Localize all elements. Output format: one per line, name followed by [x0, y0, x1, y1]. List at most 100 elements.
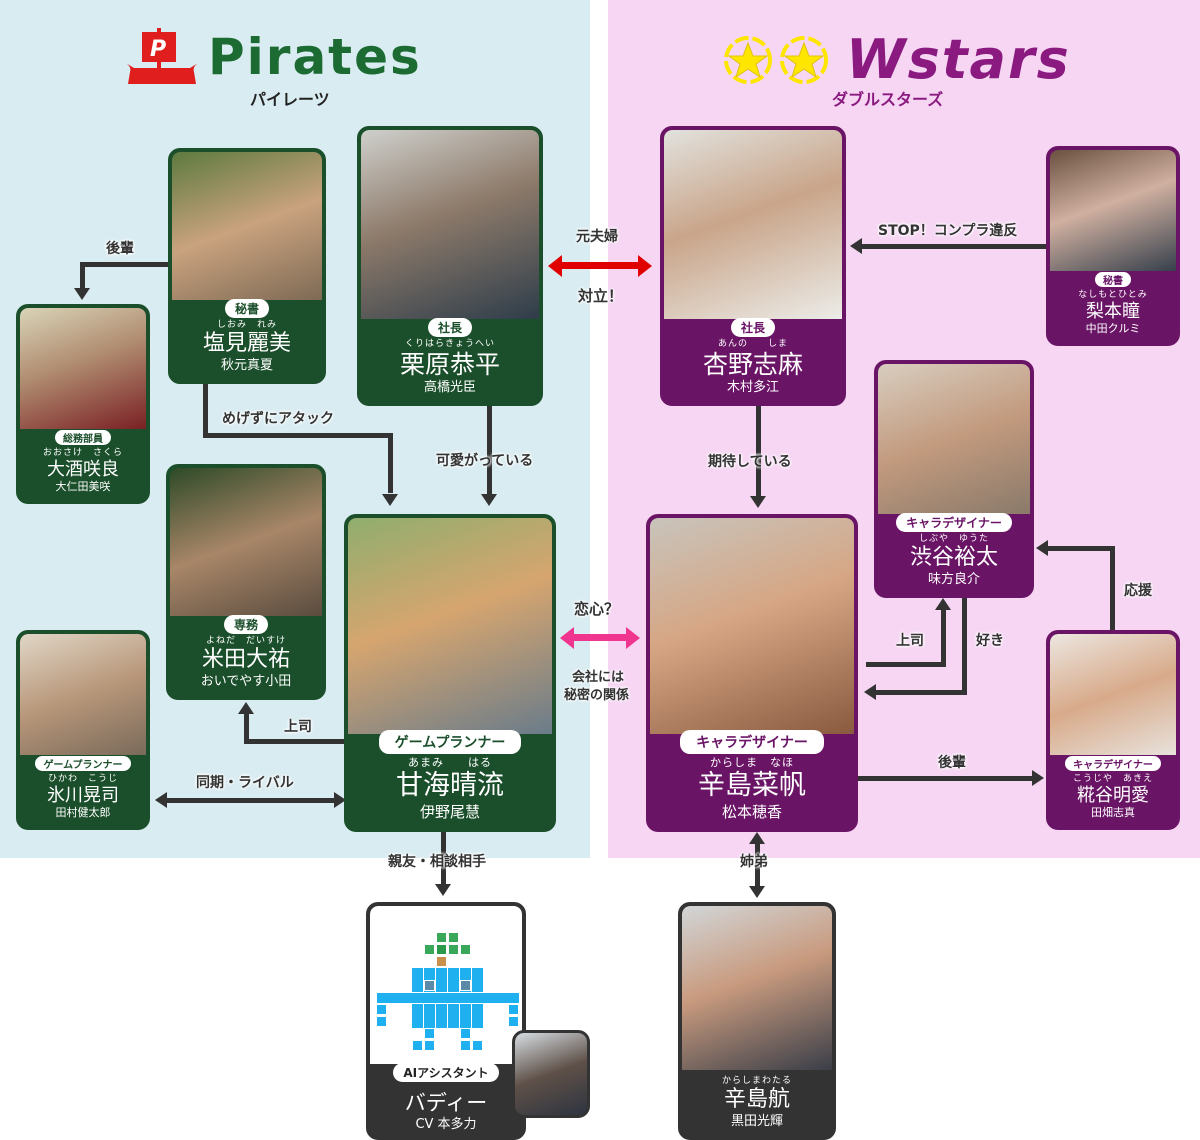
character-card-buddy[interactable]: AIアシスタント バディー CV 本多力 [366, 902, 526, 1140]
actor-name: おいでやす小田 [200, 674, 292, 689]
name-ruby: あまみ はる [408, 756, 492, 769]
character-photo [878, 364, 1030, 514]
character-photo [170, 468, 322, 616]
character-photo [682, 906, 832, 1070]
character-name: 栗原恭平 [399, 350, 500, 379]
role-badge: キャラデザイナー [680, 730, 824, 754]
arrow-down-icon [382, 494, 398, 506]
relation-label: 好き [976, 633, 1004, 649]
actor-name: 高橋光臣 [423, 380, 476, 395]
character-name: 甘海晴流 [396, 770, 504, 801]
relation-label: 秘密の関係 [564, 688, 630, 703]
name-ruby: よねだ だいすけ [205, 636, 286, 646]
connector [1048, 546, 1115, 551]
character-photo [1050, 634, 1176, 755]
name-ruby: なしもとひとみ [1078, 290, 1148, 300]
name-ruby: くりはらきょうへい [404, 339, 495, 349]
name-ruby: からしまわたる [721, 1076, 792, 1086]
name-ruby: しぶや ゆうた [918, 534, 989, 544]
pirates-logo: P Pirates パイレーツ [122, 28, 422, 109]
character-name: 塩見麗美 [202, 331, 291, 356]
actor-name: 大仁田美咲 [55, 480, 111, 493]
character-photo [361, 130, 539, 319]
connector [80, 262, 85, 288]
role-badge: キャラデザイナー [896, 513, 1012, 532]
character-name: 梨本瞳 [1086, 301, 1140, 322]
character-name: 大酒咲良 [47, 459, 119, 480]
relation-label: 元夫婦 [576, 229, 618, 245]
relation-label: 可愛がっている [436, 453, 534, 469]
role-badge: ゲームプランナー [35, 756, 131, 771]
connector [487, 404, 492, 494]
character-name: バディー [404, 1091, 488, 1115]
character-card-nashimoto[interactable]: 秘書 なしもとひとみ 梨本瞳 中田クルミ [1046, 146, 1180, 346]
arrow-right-icon [334, 792, 346, 808]
character-card-hikawa[interactable]: ゲームプランナー ひかわ こうじ 氷川晃司 田村健太郎 [16, 630, 150, 830]
character-name: 杏野志麻 [702, 350, 803, 379]
arrow-down-icon [749, 886, 765, 898]
role-badge: 社長 [427, 318, 472, 337]
connector [866, 662, 946, 667]
role-badge: ゲームプランナー [378, 730, 522, 754]
character-card-shibuya[interactable]: キャラデザイナー しぶや ゆうた 渋谷裕太 味方良介 [874, 360, 1034, 598]
relation-label: 期待している [708, 454, 792, 470]
arrow-right-icon [638, 255, 652, 277]
actor-name: 中田クルミ [1085, 322, 1141, 335]
character-card-karashima[interactable]: キャラデザイナー からしま なほ 辛島菜帆 松本穂香 [646, 514, 858, 832]
character-name: 米田大祐 [201, 647, 290, 672]
character-photo [664, 130, 842, 319]
actor-name: 秋元真夏 [220, 358, 273, 373]
connector [441, 830, 446, 884]
character-photo [20, 308, 146, 429]
robot-arms [376, 992, 520, 1004]
relation-label: 姉弟 [740, 854, 768, 870]
arrow-left-icon [1036, 540, 1048, 556]
character-card-shiomi[interactable]: 秘書 しおみ れみ 塩見麗美 秋元真夏 [168, 148, 326, 384]
relation-label: めげずにアタック [222, 411, 334, 427]
arrow-left-icon [560, 627, 574, 649]
actor-name: 田村健太郎 [55, 806, 111, 819]
connector [388, 433, 393, 493]
character-card-kurihara[interactable]: 社長 くりはらきょうへい 栗原恭平 高橋光臣 [357, 126, 543, 406]
connector [755, 842, 760, 888]
arrow-down-icon [74, 288, 90, 300]
actor-name: 松本穂香 [721, 803, 782, 821]
name-ruby: こうじや あきえ [1072, 774, 1153, 784]
character-card-kouji[interactable]: キャラデザイナー こうじや あきえ 糀谷明愛 田畑志真 [1046, 630, 1180, 830]
pirates-logo-kana: パイレーツ [250, 90, 330, 109]
character-card-amami[interactable]: ゲームプランナー あまみ はる 甘海晴流 伊野尾慧 [344, 514, 556, 832]
character-photo [348, 518, 552, 734]
actor-name: CV 本多力 [415, 1117, 477, 1132]
name-ruby: しおみ れみ [216, 320, 277, 330]
arrow-right-icon [626, 627, 640, 649]
relation-label: 対立！ [578, 287, 624, 305]
role-badge: キャラデザイナー [1065, 756, 1161, 771]
role-badge: 秘書 [224, 299, 269, 318]
character-card-yoneda[interactable]: 専務 よねだ だいすけ 米田大祐 おいでやす小田 [166, 464, 326, 700]
character-card-wataru[interactable]: からしまわたる 辛島航 黒田光輝 [678, 902, 836, 1140]
arrow-left-icon [548, 255, 562, 277]
connector [244, 714, 249, 744]
arrow-left-icon [864, 684, 876, 700]
character-photo [1050, 150, 1176, 271]
arrow-up-icon [935, 598, 951, 610]
wstars-logo-kana: ダブルスターズ [832, 90, 944, 109]
role-badge: 専務 [223, 615, 268, 634]
connector [166, 798, 336, 803]
arrow-left-icon [155, 792, 167, 808]
connector [1110, 546, 1115, 632]
connector [941, 608, 946, 667]
connector [858, 776, 1034, 781]
connector [203, 433, 392, 438]
character-card-oosake[interactable]: 総務部員 おおさけ さくら 大酒咲良 大仁田美咲 [16, 304, 150, 504]
connector [80, 262, 168, 267]
connector [862, 244, 1048, 249]
arrow-left-icon [850, 238, 862, 254]
name-ruby: あんの しま [717, 339, 788, 349]
character-name: 糀谷明愛 [1077, 785, 1149, 806]
arrow-down-icon [435, 884, 451, 896]
arrow-right-icon [1032, 770, 1044, 786]
character-card-anno[interactable]: 社長 あんの しま 杏野志麻 木村多江 [660, 126, 846, 406]
name-ruby: おおさけ さくら [42, 448, 123, 458]
wstars-logo: Wstars ダブルスターズ [722, 28, 1071, 109]
